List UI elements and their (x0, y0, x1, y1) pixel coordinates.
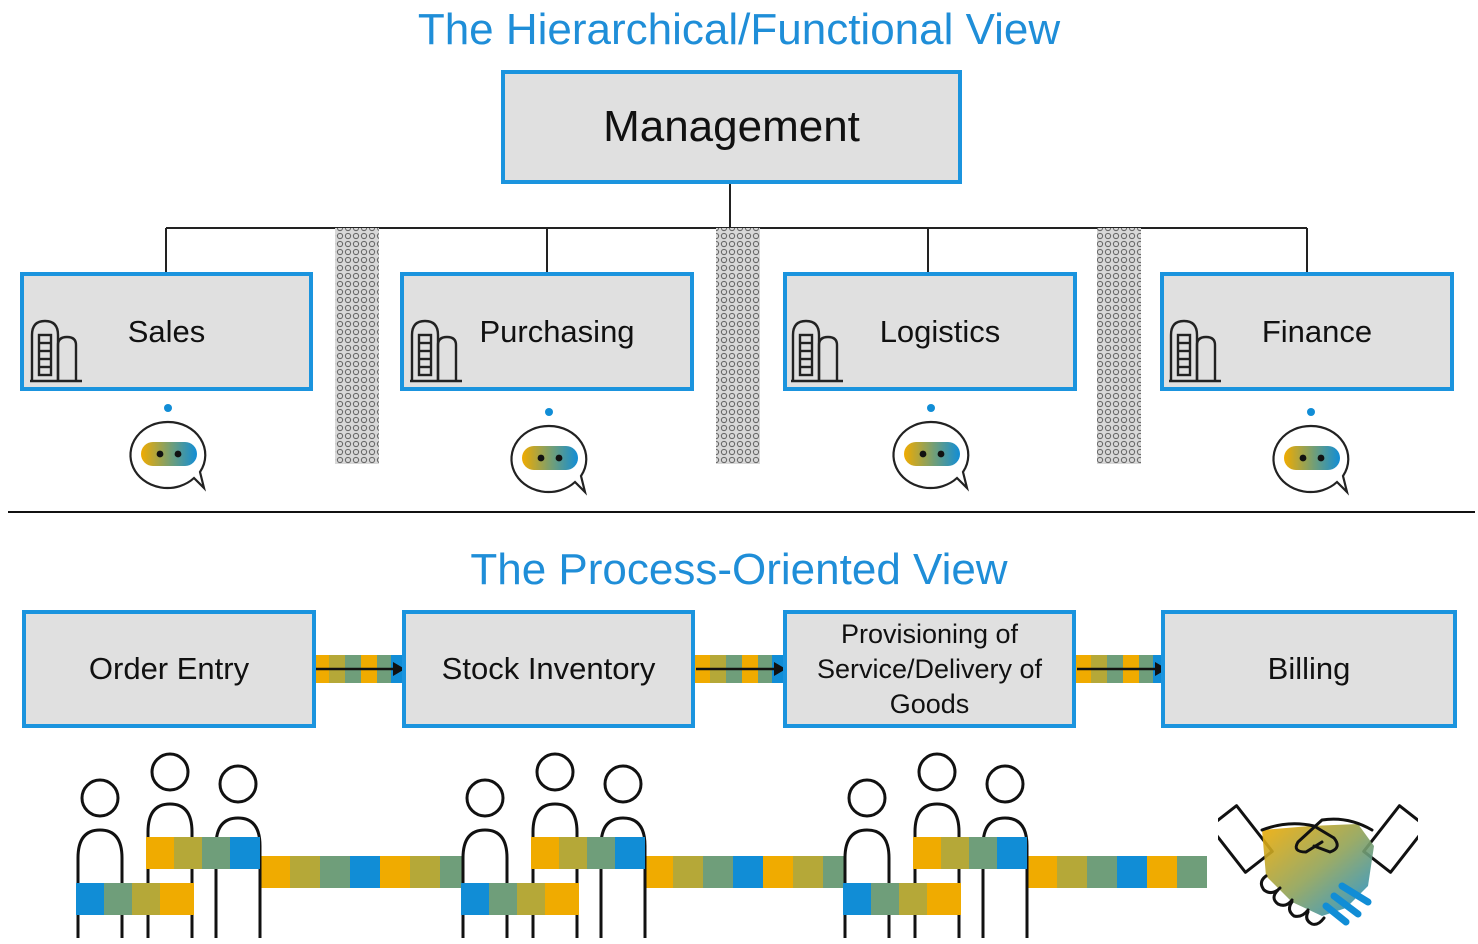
department-box-finance: Finance (1160, 272, 1454, 391)
building-icon (30, 319, 82, 383)
chat-bot-icon (1272, 408, 1350, 496)
management-box: Management (501, 70, 962, 184)
department-label: Purchasing (479, 314, 635, 349)
process-step-provisioning: Provisioning of Service/Delivery of Good… (783, 610, 1076, 728)
building-icon (1169, 319, 1221, 383)
silo-wall-icon (1097, 228, 1141, 464)
department-label: Sales (127, 314, 206, 349)
process-flow-stripe (643, 856, 863, 888)
arrow-right-icon (313, 655, 405, 683)
department-box-purchasing: Purchasing (400, 272, 694, 391)
process-flow-stripe (1027, 856, 1207, 888)
process-step-billing: Billing (1161, 610, 1457, 728)
team-people-icon (461, 752, 647, 938)
silo-wall-icon (335, 228, 379, 464)
chat-bot-icon (510, 408, 588, 496)
process-step-label: Order Entry (88, 651, 250, 686)
silo-wall-icon (716, 228, 760, 464)
department-label: Finance (1261, 314, 1373, 349)
process-step-stock-inventory: Stock Inventory (402, 610, 695, 728)
team-people-icon (843, 752, 1029, 938)
department-box-logistics: Logistics (783, 272, 1077, 391)
management-label: Management (603, 102, 860, 151)
process-view-title: The Process-Oriented View (470, 545, 1008, 594)
process-step-order-entry: Order Entry (22, 610, 316, 728)
process-step-label: Billing (1267, 651, 1351, 686)
department-label: Logistics (879, 314, 1001, 349)
building-icon (410, 319, 462, 383)
chat-bot-icon (892, 404, 970, 492)
handshake-icon (1218, 804, 1418, 926)
hierarchical-view-title: The Hierarchical/Functional View (417, 5, 1061, 54)
building-icon (791, 319, 843, 383)
arrow-right-icon (694, 655, 786, 683)
process-step-label: Stock Inventory (441, 651, 656, 686)
process-step-label: Provisioning of Service/Delivery of Good… (816, 618, 1043, 719)
department-box-sales: Sales (20, 272, 313, 391)
chat-bot-icon (129, 404, 207, 492)
process-flow-stripe (260, 856, 480, 888)
team-people-icon (76, 752, 262, 938)
arrow-right-icon (1075, 655, 1167, 683)
